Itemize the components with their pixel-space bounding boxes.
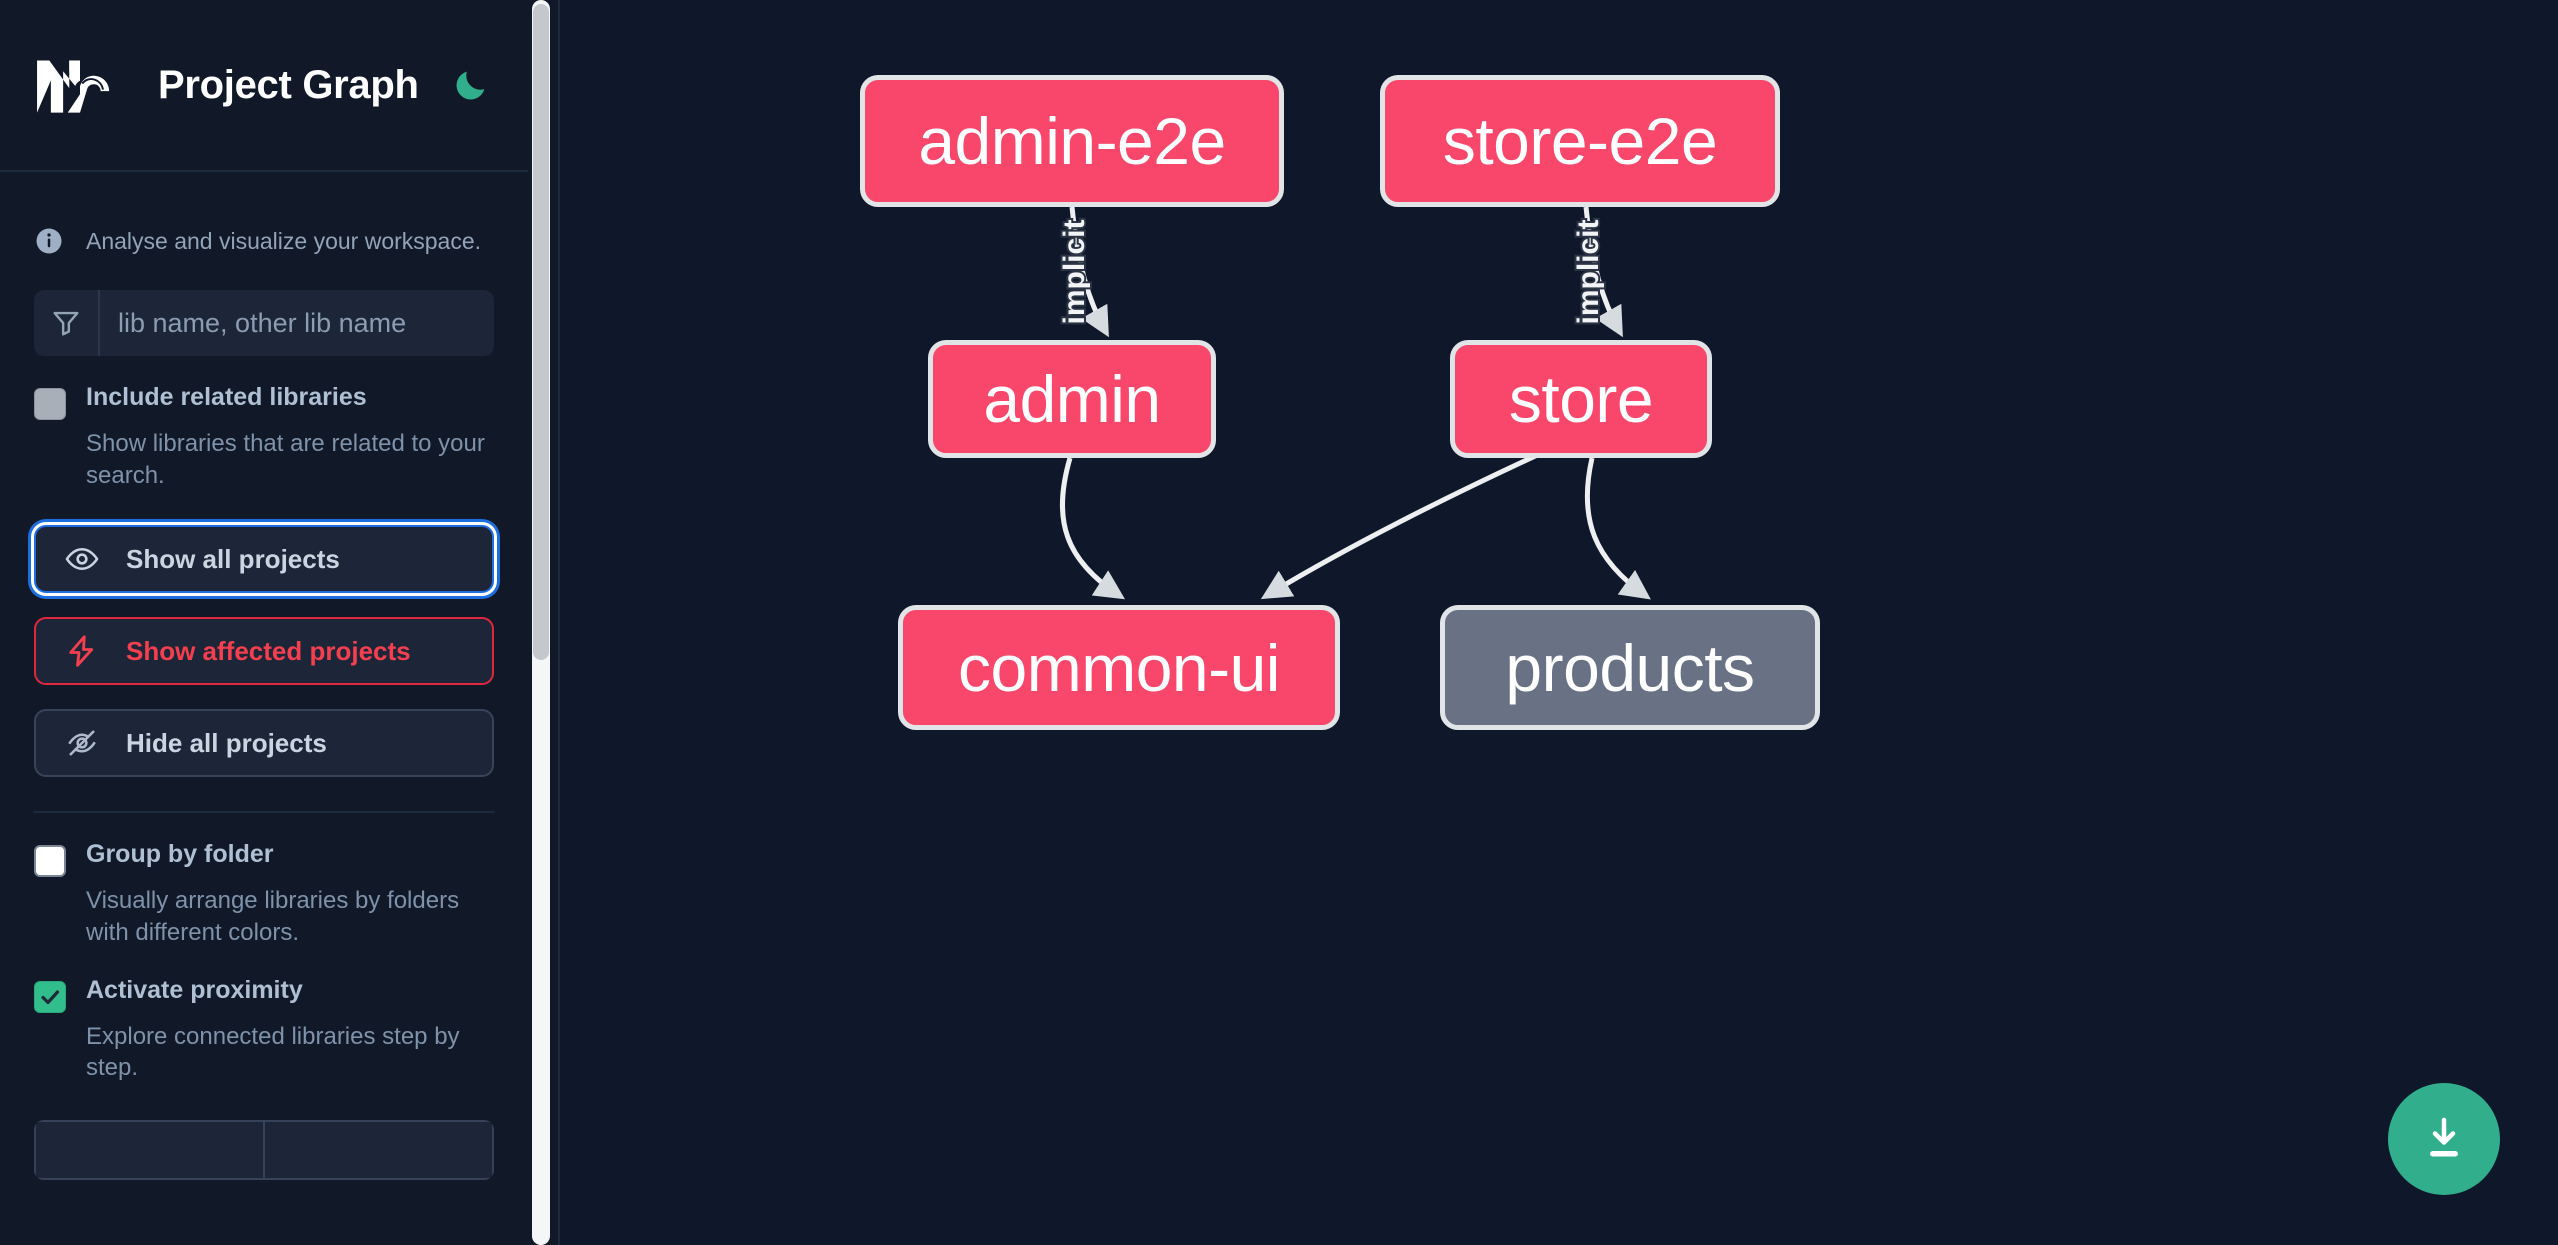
sidebar: Project Graph Analyse and visualize your…	[0, 0, 560, 1245]
eye-icon	[64, 541, 100, 577]
edge-store-common-ui	[1260, 437, 1572, 600]
show-all-projects-button[interactable]: Show all projects	[34, 525, 494, 594]
edge-label-implicit-admin: implicit	[1058, 219, 1091, 324]
sidebar-divider	[34, 811, 494, 814]
nx-logo-icon	[34, 54, 126, 116]
option-description: Explore connected libraries step by step…	[86, 1022, 460, 1082]
edge-admin-common-ui	[1059, 457, 1126, 600]
graph-node-label: admin-e2e	[918, 104, 1226, 178]
checkbox-include-related-libraries[interactable]	[34, 388, 66, 420]
moon-icon[interactable]	[449, 63, 493, 107]
option-label: Group by folder	[86, 840, 274, 869]
graph-action-buttons: Show all projects Show affected projects	[0, 491, 528, 778]
graph-node-admin[interactable]: admin	[928, 340, 1216, 458]
hide-all-projects-button[interactable]: Hide all projects	[34, 709, 494, 778]
show-affected-projects-button[interactable]: Show affected projects	[34, 617, 494, 686]
graph-node-label: common-ui	[958, 630, 1280, 705]
proximity-increase-button[interactable]	[265, 1120, 494, 1181]
filter-box[interactable]	[34, 290, 494, 356]
option-description: Show libraries that are related to your …	[86, 430, 485, 489]
graph-node-admin-e2e[interactable]: admin-e2e	[860, 75, 1284, 207]
option-activate-proximity[interactable]: Activate proximity Explore connected lib…	[0, 949, 528, 1084]
graph-node-label: store-e2e	[1442, 104, 1718, 178]
edge-store-products	[1584, 457, 1651, 600]
option-description: Visually arrange libraries by folders wi…	[86, 887, 460, 947]
checkbox-activate-proximity[interactable]	[34, 980, 66, 1013]
graph-node-store-e2e[interactable]: store-e2e	[1380, 75, 1780, 207]
graph-canvas[interactable]: implicit implicit admin-e2e store-e2e ad…	[560, 0, 2558, 1245]
graph-node-store[interactable]: store	[1450, 340, 1712, 458]
filter-row	[0, 268, 528, 356]
sidebar-header: Project Graph	[0, 0, 528, 172]
graph-node-label: products	[1505, 630, 1755, 705]
sidebar-tagline-text: Analyse and visualize your workspace.	[86, 227, 482, 254]
graph-node-label: store	[1508, 362, 1654, 436]
proximity-decrease-button[interactable]	[34, 1120, 265, 1181]
edge-label-implicit-store: implicit	[1572, 219, 1605, 324]
show-all-projects-label: Show all projects	[126, 543, 340, 574]
download-button[interactable]	[2388, 1083, 2500, 1195]
info-icon	[34, 226, 64, 256]
show-affected-projects-label: Show affected projects	[126, 635, 411, 666]
graph-edges: implicit implicit	[1056, 206, 1651, 600]
page-title: Project Graph	[158, 62, 419, 107]
search-input[interactable]	[100, 290, 494, 356]
edge-store-e2e-store	[1583, 206, 1623, 338]
graph-node-products[interactable]: products	[1440, 605, 1820, 730]
proximity-stepper-group	[0, 1084, 528, 1181]
checkbox-group-by-folder[interactable]	[34, 845, 66, 878]
option-include-related-libraries[interactable]: Include related libraries Show libraries…	[0, 356, 528, 491]
lightning-bolt-icon	[64, 633, 100, 669]
download-icon	[2417, 1111, 2471, 1168]
sidebar-scrollbar-thumb[interactable]	[533, 4, 549, 660]
graph-node-label: admin	[983, 362, 1161, 436]
sidebar-tagline: Analyse and visualize your workspace.	[0, 172, 528, 268]
filter-funnel-icon	[34, 290, 100, 356]
edge-admin-e2e-admin	[1069, 206, 1109, 338]
option-label: Include related libraries	[86, 383, 367, 411]
sidebar-scrollbar-track[interactable]	[532, 0, 550, 1245]
option-group-by-folder[interactable]: Group by folder Visually arrange librari…	[0, 813, 528, 948]
hide-all-projects-label: Hide all projects	[126, 727, 327, 758]
eye-off-icon	[64, 725, 100, 761]
graph-node-common-ui[interactable]: common-ui	[898, 605, 1340, 730]
option-label: Activate proximity	[86, 975, 303, 1004]
